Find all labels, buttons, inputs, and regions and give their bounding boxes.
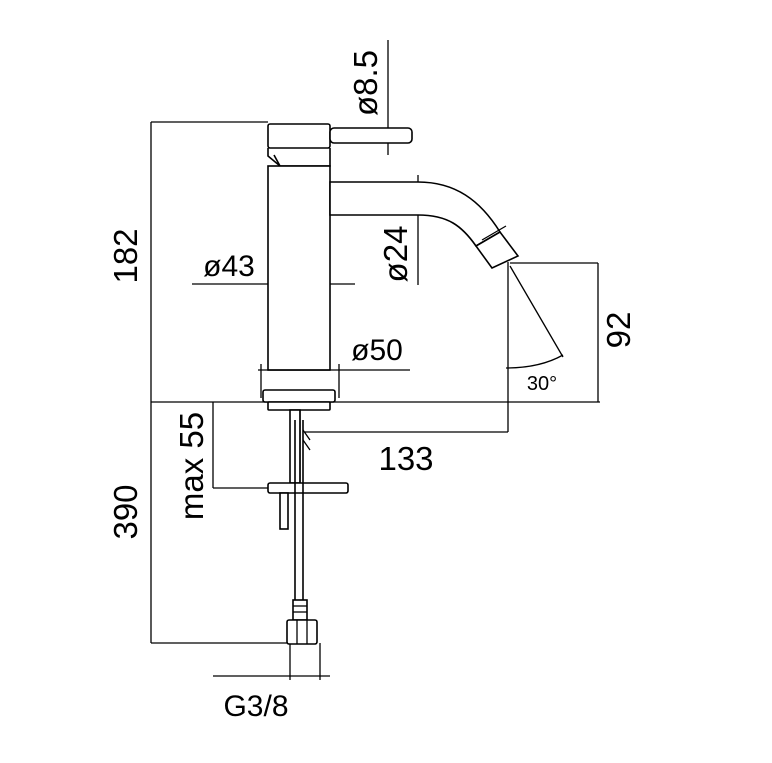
dim-angle: 30° [527, 373, 557, 395]
faucet-outline [262, 123, 520, 645]
dim-spout-diameter: ø24 [377, 226, 414, 283]
dim-projection: 133 [378, 440, 433, 477]
dim-lever-diameter: ø8.5 [347, 50, 384, 116]
dim-base-diameter: ø50 [351, 334, 403, 367]
dim-thread: G3/8 [223, 690, 288, 723]
dim-hose-length: 390 [107, 484, 144, 539]
dim-body-diameter: ø43 [203, 250, 255, 283]
dim-max-thickness: max 55 [173, 412, 210, 520]
dim-height-top: 182 [107, 228, 144, 283]
dim-spout-height: 92 [600, 312, 637, 349]
